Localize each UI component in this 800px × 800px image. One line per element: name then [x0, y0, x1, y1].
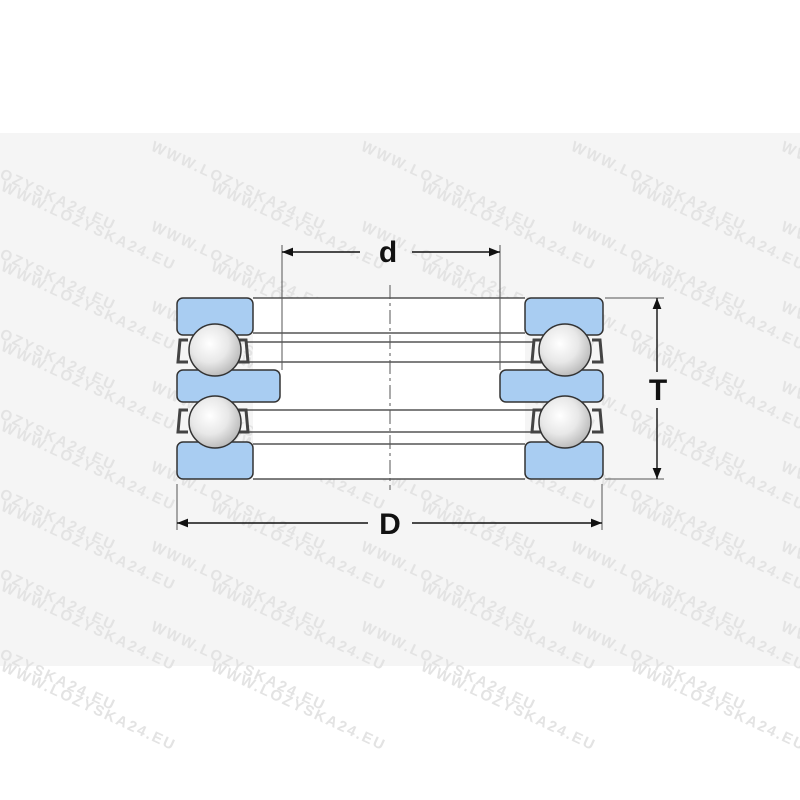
bore-area-bottom — [253, 442, 525, 479]
bore-gap-2 — [253, 402, 525, 442]
washer-middle-left — [176, 369, 281, 403]
balls — [188, 323, 592, 449]
ball-bottom-right — [538, 395, 592, 449]
watermark-text: WWW.LOZYSKA24.EU — [0, 658, 179, 754]
ball-top-left — [188, 323, 242, 377]
washers — [176, 297, 604, 480]
bore-area-top — [253, 298, 525, 335]
dimension-d-label: d — [379, 236, 397, 269]
bore-gap-1 — [253, 335, 525, 370]
dimension-d: d — [282, 236, 500, 269]
washer-middle-right — [499, 369, 604, 403]
dimension-T-label: T — [649, 374, 667, 407]
dimension-T: T — [605, 297, 671, 480]
ball-bottom-left — [188, 395, 242, 449]
cage — [176, 338, 604, 434]
watermark-text: WWW.LOZYSKA24.EU — [628, 658, 800, 754]
watermark-text: WWW.LOZYSKA24.EU — [208, 658, 388, 754]
ball-top-right — [538, 323, 592, 377]
dimension-D-label: D — [379, 508, 401, 541]
dimension-D: D — [176, 484, 603, 541]
bore-extension-lines — [281, 245, 501, 370]
watermark-text: WWW.LOZYSKA24.EU — [418, 658, 598, 754]
